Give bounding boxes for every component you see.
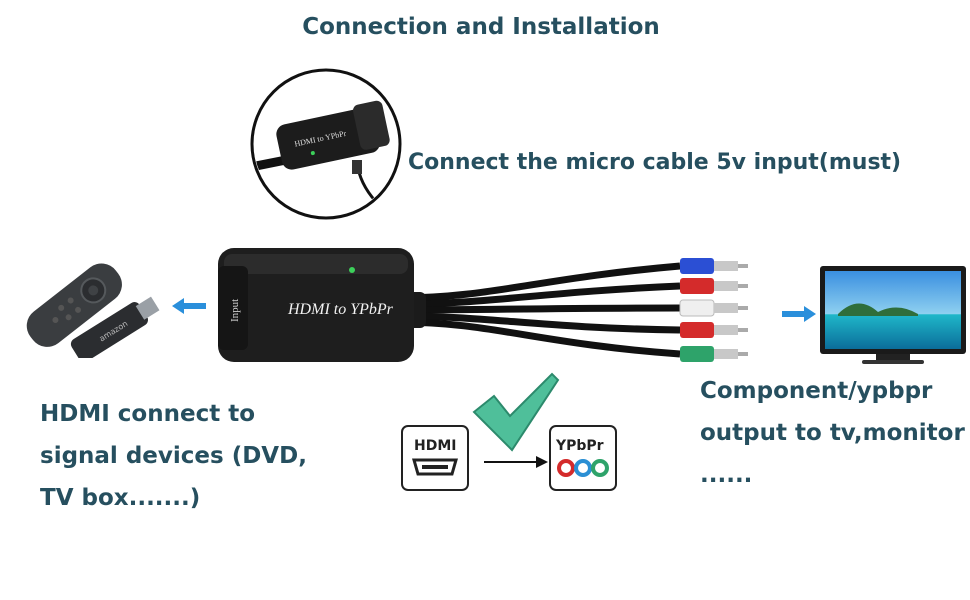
rca-plug-blue (680, 258, 748, 274)
ypbpr-badge-label: YPbPr (555, 438, 604, 454)
page-title: Connection and Installation (302, 14, 660, 40)
hdmi-badge-icon: HDMI (401, 425, 469, 491)
hdmi-caption-line: signal devices (DVD, (40, 443, 307, 469)
converter-device-illustration: Input HDMI to YPbPr (218, 248, 748, 362)
device-label: HDMI to YPbPr (287, 301, 394, 318)
signal-conversion-diagram: HDMI YPbPr (401, 372, 617, 491)
hdmi-caption-line: HDMI connect to (40, 401, 256, 427)
left-arrow-icon (172, 298, 206, 314)
device-port-label: Input (229, 299, 241, 322)
tv-illustration (820, 266, 966, 364)
power-caption: Connect the micro cable 5v input(must) (408, 150, 902, 175)
rca-plug-green (680, 346, 748, 362)
right-arrow-icon (782, 306, 816, 322)
hdmi-caption-line: TV box.......) (40, 485, 201, 511)
output-caption-line: Component/ypbpr (700, 378, 933, 404)
rca-plug-red-2 (680, 322, 748, 338)
hdmi-badge-label: HDMI (414, 438, 456, 454)
power-inset-illustration: HDMI to YPbPr (250, 68, 402, 220)
rca-plug-white (679, 299, 748, 317)
ypbpr-badge-icon: YPbPr (549, 425, 617, 491)
rca-plug-red (680, 278, 748, 294)
hdmi-input-caption: HDMI connect to signal devices (DVD, TV … (40, 393, 307, 519)
check-mark-icon (472, 372, 560, 452)
output-caption-line: output to tv,monitor (700, 420, 965, 446)
output-caption-line: ...... (700, 462, 753, 488)
tv-stick-illustration: amazon (26, 263, 160, 358)
output-caption: Component/ypbpr output to tv,monitor ...… (700, 370, 965, 496)
